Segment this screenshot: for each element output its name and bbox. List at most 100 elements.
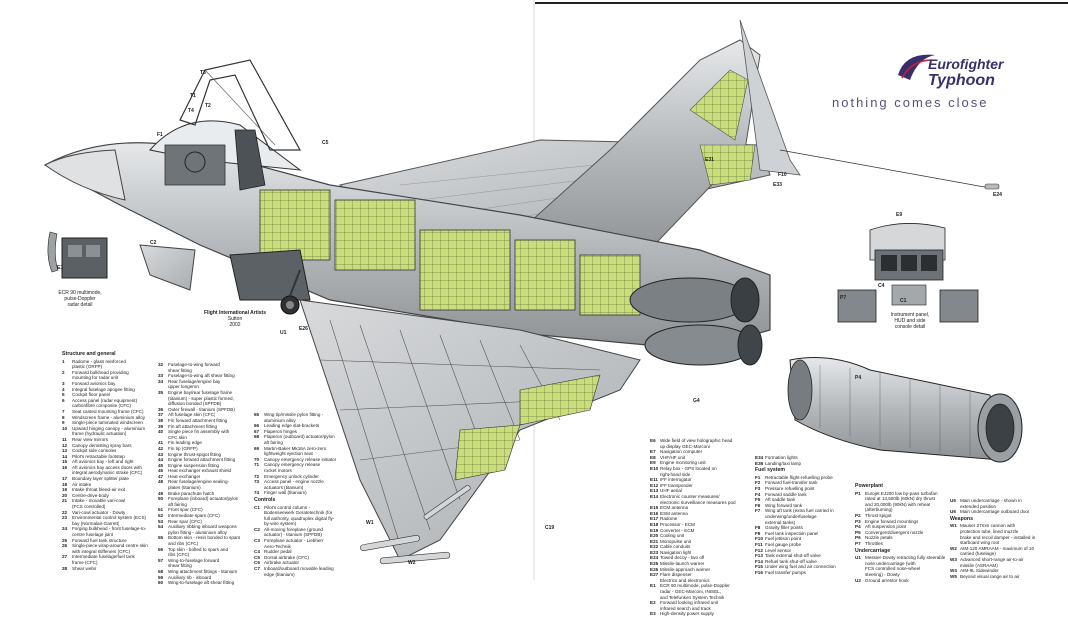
legend-code: E20 (650, 533, 659, 539)
legend-desc: Forward fuel tank structure (72, 537, 127, 543)
legend-desc: Aft fuselage skin (CFC) (168, 412, 216, 418)
legend-heading: Structure and general (62, 351, 116, 357)
legend-desc: ESM antenna (660, 510, 688, 516)
legend-desc: aft fairing (264, 439, 283, 445)
legend-desc: Nozzle petals (865, 535, 893, 541)
legend-code: E16 (650, 510, 659, 516)
legend-desc: Fuel gauge probe (765, 541, 802, 547)
legend-desc: Towed decoy - two off (660, 555, 705, 561)
legend-desc: IFF transponder (660, 482, 693, 488)
instrument-caption-line2: HUD and side (894, 318, 926, 324)
legend-desc: upper longeron (168, 384, 199, 390)
legend-item: integral aerodynamic strake (CFC) (62, 470, 154, 476)
legend-code: C1 (254, 504, 260, 510)
callout-label: T1 (190, 93, 196, 99)
legend-item: right-hand side (650, 472, 750, 478)
legend-desc: Intermediate fuselage/fuel tank (72, 554, 135, 560)
legend-desc: Engine bay/rear fuselage frame (168, 389, 233, 395)
legend-item: carbonfibre composite (CFC) (62, 403, 154, 409)
legend-desc: Front spar (CFC) (168, 507, 203, 513)
legend-code: E23 (650, 549, 659, 555)
radome (44, 149, 126, 201)
legend-item: plastic (GRFP) (62, 364, 154, 370)
legend-desc: with integral stiffeners (CFC) (72, 548, 131, 554)
legend-code: 74 (254, 490, 260, 496)
legend-code: W5 (950, 573, 957, 579)
legend-desc: right-hand side (660, 471, 691, 477)
legend-desc: Emergency unlock cylinder (264, 473, 319, 479)
legend-code: 71 (254, 462, 260, 468)
legend-code: E19 (650, 527, 659, 533)
legend-code: 45 (158, 462, 164, 468)
legend-code: E9 (650, 460, 656, 466)
legend-desc: (afterburning) (865, 507, 893, 513)
legend-code: 23 (62, 515, 68, 521)
legend-desc: Heat exchanger (168, 473, 201, 479)
legend-desc: Forward avionics bay (72, 380, 116, 386)
legend-desc: Fin tip (GRFP) (168, 445, 198, 451)
legend-code: P2 (855, 512, 861, 518)
legend-desc: All-moving foreplane (ground (264, 526, 323, 532)
legend-code: 43 (158, 451, 164, 457)
legend-code: 2 (62, 369, 65, 375)
callout-label: T3 (200, 70, 206, 76)
legend-item: aft fairing (158, 502, 250, 508)
legend-code: F5 (755, 497, 761, 503)
legend-desc: Wing forward tank (765, 502, 803, 508)
legend-desc: bay (Normalair-Garrett) (72, 520, 120, 526)
legend-desc: Main undercarriage - shown in (960, 498, 1022, 503)
callout-label: P7 (840, 295, 847, 301)
artist-credit-line1: Flight International Artists (203, 310, 267, 316)
legend-desc: Convergent/divergent nozzle (865, 529, 924, 535)
callout-label: T4 (188, 108, 194, 114)
callout-label: E33 (773, 182, 782, 188)
legend-desc: edge (titanium) (264, 571, 295, 577)
legend-heading: Weapons (950, 515, 973, 522)
legend-code: 32 (158, 362, 164, 367)
legend-code: 36 (158, 406, 164, 412)
callout-label: G4 (693, 398, 700, 404)
legend-desc: Engine forward attachment fitting (168, 457, 236, 463)
legend-item: up display GEC-Marconi (650, 444, 750, 450)
legend-desc: High-density power supply (660, 611, 714, 617)
legend-code: C3 (254, 538, 260, 544)
legend-code: 14 (62, 453, 68, 459)
legend-desc: Mauser 27mm cannon with (960, 523, 1016, 529)
legend-desc: (titanium) - super plastic formed, (168, 395, 234, 401)
legend-code: U1 (855, 555, 861, 561)
legend-code: P3 (855, 518, 861, 524)
legend-item: (afterburning) (855, 507, 945, 513)
legend-code: 25 (62, 537, 68, 543)
legend-desc: Missile-launch warner (660, 561, 705, 567)
legend-desc: full authority, quadruplex digital fly- (264, 515, 335, 521)
legend-desc: Foreplane (inboard) actuator/pylon (168, 496, 239, 502)
legend-code: 26 (62, 543, 68, 549)
legend-item: external tanks) (755, 520, 850, 526)
legend-desc: Wide field of view holographic head (660, 438, 733, 443)
legend-desc: Auxiliary rib - inboard (168, 574, 212, 580)
legend-desc: actuator) - titanium (SPFDB) (264, 532, 322, 538)
